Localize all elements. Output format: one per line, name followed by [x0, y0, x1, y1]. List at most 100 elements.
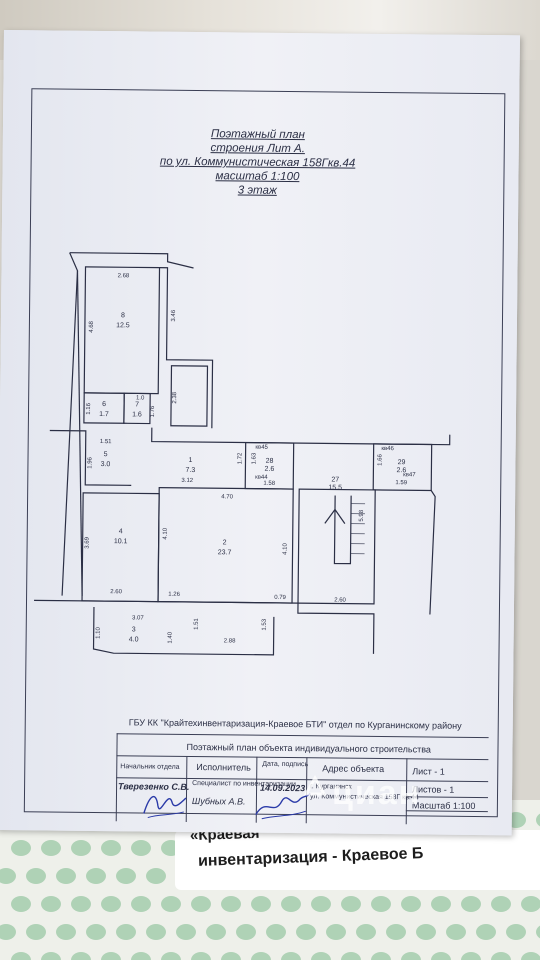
dot	[401, 896, 421, 912]
stamp-organization: ГБУ КК "Крайтехинвентаризация-Краевое БТ…	[128, 717, 462, 731]
dim-label: 1.76	[150, 405, 156, 417]
stamp-col-head: Начальник отдела	[120, 763, 180, 771]
dot	[41, 952, 61, 960]
apartment-label: кв44	[255, 475, 268, 481]
dot	[146, 924, 166, 940]
dot	[386, 924, 406, 940]
dot	[86, 924, 106, 940]
dim-label: 2.68	[118, 273, 130, 279]
dot	[146, 868, 166, 884]
dim-label: 4.70	[221, 494, 233, 500]
floor-plan: 8 12.5 6 1.7 7 1.6 5 3.0 1 7.3 28 2.6 27…	[34, 252, 451, 656]
dot	[521, 952, 540, 960]
wall-right	[429, 490, 436, 615]
title-block: ГБУ КК "Крайтехинвентаризация-Краевое БТ…	[115, 711, 489, 825]
dot	[491, 952, 511, 960]
dot	[476, 924, 496, 940]
dot	[416, 924, 436, 940]
dim-label: 1.59	[395, 480, 407, 486]
dot	[506, 924, 526, 940]
dot	[371, 952, 391, 960]
dot	[0, 924, 16, 940]
apartment-label: кв47	[403, 472, 416, 478]
dim-label: 1.72	[237, 452, 243, 464]
room-6-area: 1.7	[99, 411, 109, 418]
dot	[341, 952, 361, 960]
shaft-box	[170, 365, 209, 427]
dot	[101, 840, 121, 856]
dot	[401, 952, 421, 960]
apartment-label: кв45	[255, 445, 268, 451]
wall-bottom	[34, 599, 375, 654]
dot	[86, 868, 106, 884]
stamp-col-date: Дата, подпись	[262, 760, 309, 769]
dot	[131, 952, 151, 960]
dot	[191, 896, 211, 912]
dim-label: 2.88	[224, 638, 236, 644]
dim-label: 2.60	[110, 589, 122, 595]
dim-label: 3.46	[171, 309, 177, 321]
dot	[296, 924, 316, 940]
room-29-outline	[372, 443, 433, 492]
room-4-area: 10.1	[114, 538, 128, 545]
dim-label: 1.16	[86, 402, 92, 414]
stair-outline	[333, 495, 352, 565]
room-2-area: 23.7	[218, 549, 232, 556]
dot	[0, 868, 16, 884]
plan-title: Поэтажный план строения Лит А. по ул. Ко…	[122, 126, 393, 199]
dot	[281, 896, 301, 912]
dot	[56, 868, 76, 884]
dim-label: 4.68	[89, 320, 95, 332]
dot	[311, 952, 331, 960]
wall-left-outer	[61, 252, 79, 596]
room-4-num: 4	[119, 528, 123, 535]
room-7-area: 1.6	[132, 411, 142, 418]
booklet-banner	[175, 830, 540, 890]
dot	[356, 924, 376, 940]
dim-label: 2.38	[172, 391, 178, 403]
dot	[71, 840, 91, 856]
room-6-num: 6	[102, 401, 106, 408]
stamp-scale: Масштаб 1:100	[411, 800, 476, 811]
room-8-area: 12.5	[116, 322, 130, 329]
room-2-num: 2	[223, 539, 227, 546]
dot	[341, 896, 361, 912]
room-29-area: 2.6	[397, 467, 407, 474]
dot	[431, 952, 451, 960]
dim-label: 5.98	[359, 509, 365, 521]
stamp-rule	[116, 755, 489, 761]
dot	[161, 896, 181, 912]
room-7-num: 7	[135, 401, 139, 408]
title-line-3: по ул. Коммунистическая 158Гкв.44	[159, 155, 356, 170]
dot	[236, 924, 256, 940]
dot	[536, 813, 540, 827]
stamp-col-exec: Исполнитель	[196, 762, 251, 773]
dot	[56, 924, 76, 940]
dot	[221, 952, 241, 960]
wall-left-inner	[76, 270, 83, 596]
dot	[461, 952, 481, 960]
room-3-area: 4.0	[129, 636, 139, 643]
cian-logo-icon	[303, 774, 327, 796]
signature-head-icon	[143, 796, 187, 819]
dim-label: 1.40	[168, 631, 174, 643]
dim-label: 1.63	[251, 452, 257, 464]
dot	[521, 896, 540, 912]
room-1-num: 1	[189, 457, 193, 464]
dot	[371, 896, 391, 912]
dot	[176, 924, 196, 940]
dot	[251, 952, 271, 960]
room-8-num: 8	[121, 312, 125, 319]
dot	[161, 952, 181, 960]
dot	[116, 868, 136, 884]
dot	[71, 896, 91, 912]
room-29-num: 29	[398, 459, 406, 466]
dot	[536, 925, 540, 939]
dot	[461, 896, 481, 912]
stair-arrow	[324, 509, 336, 524]
room-5-area: 3.0	[101, 461, 111, 468]
dim-label: 1.0	[136, 395, 145, 401]
dim-label: 0.79	[274, 595, 286, 601]
dot	[431, 896, 451, 912]
dot	[11, 896, 31, 912]
